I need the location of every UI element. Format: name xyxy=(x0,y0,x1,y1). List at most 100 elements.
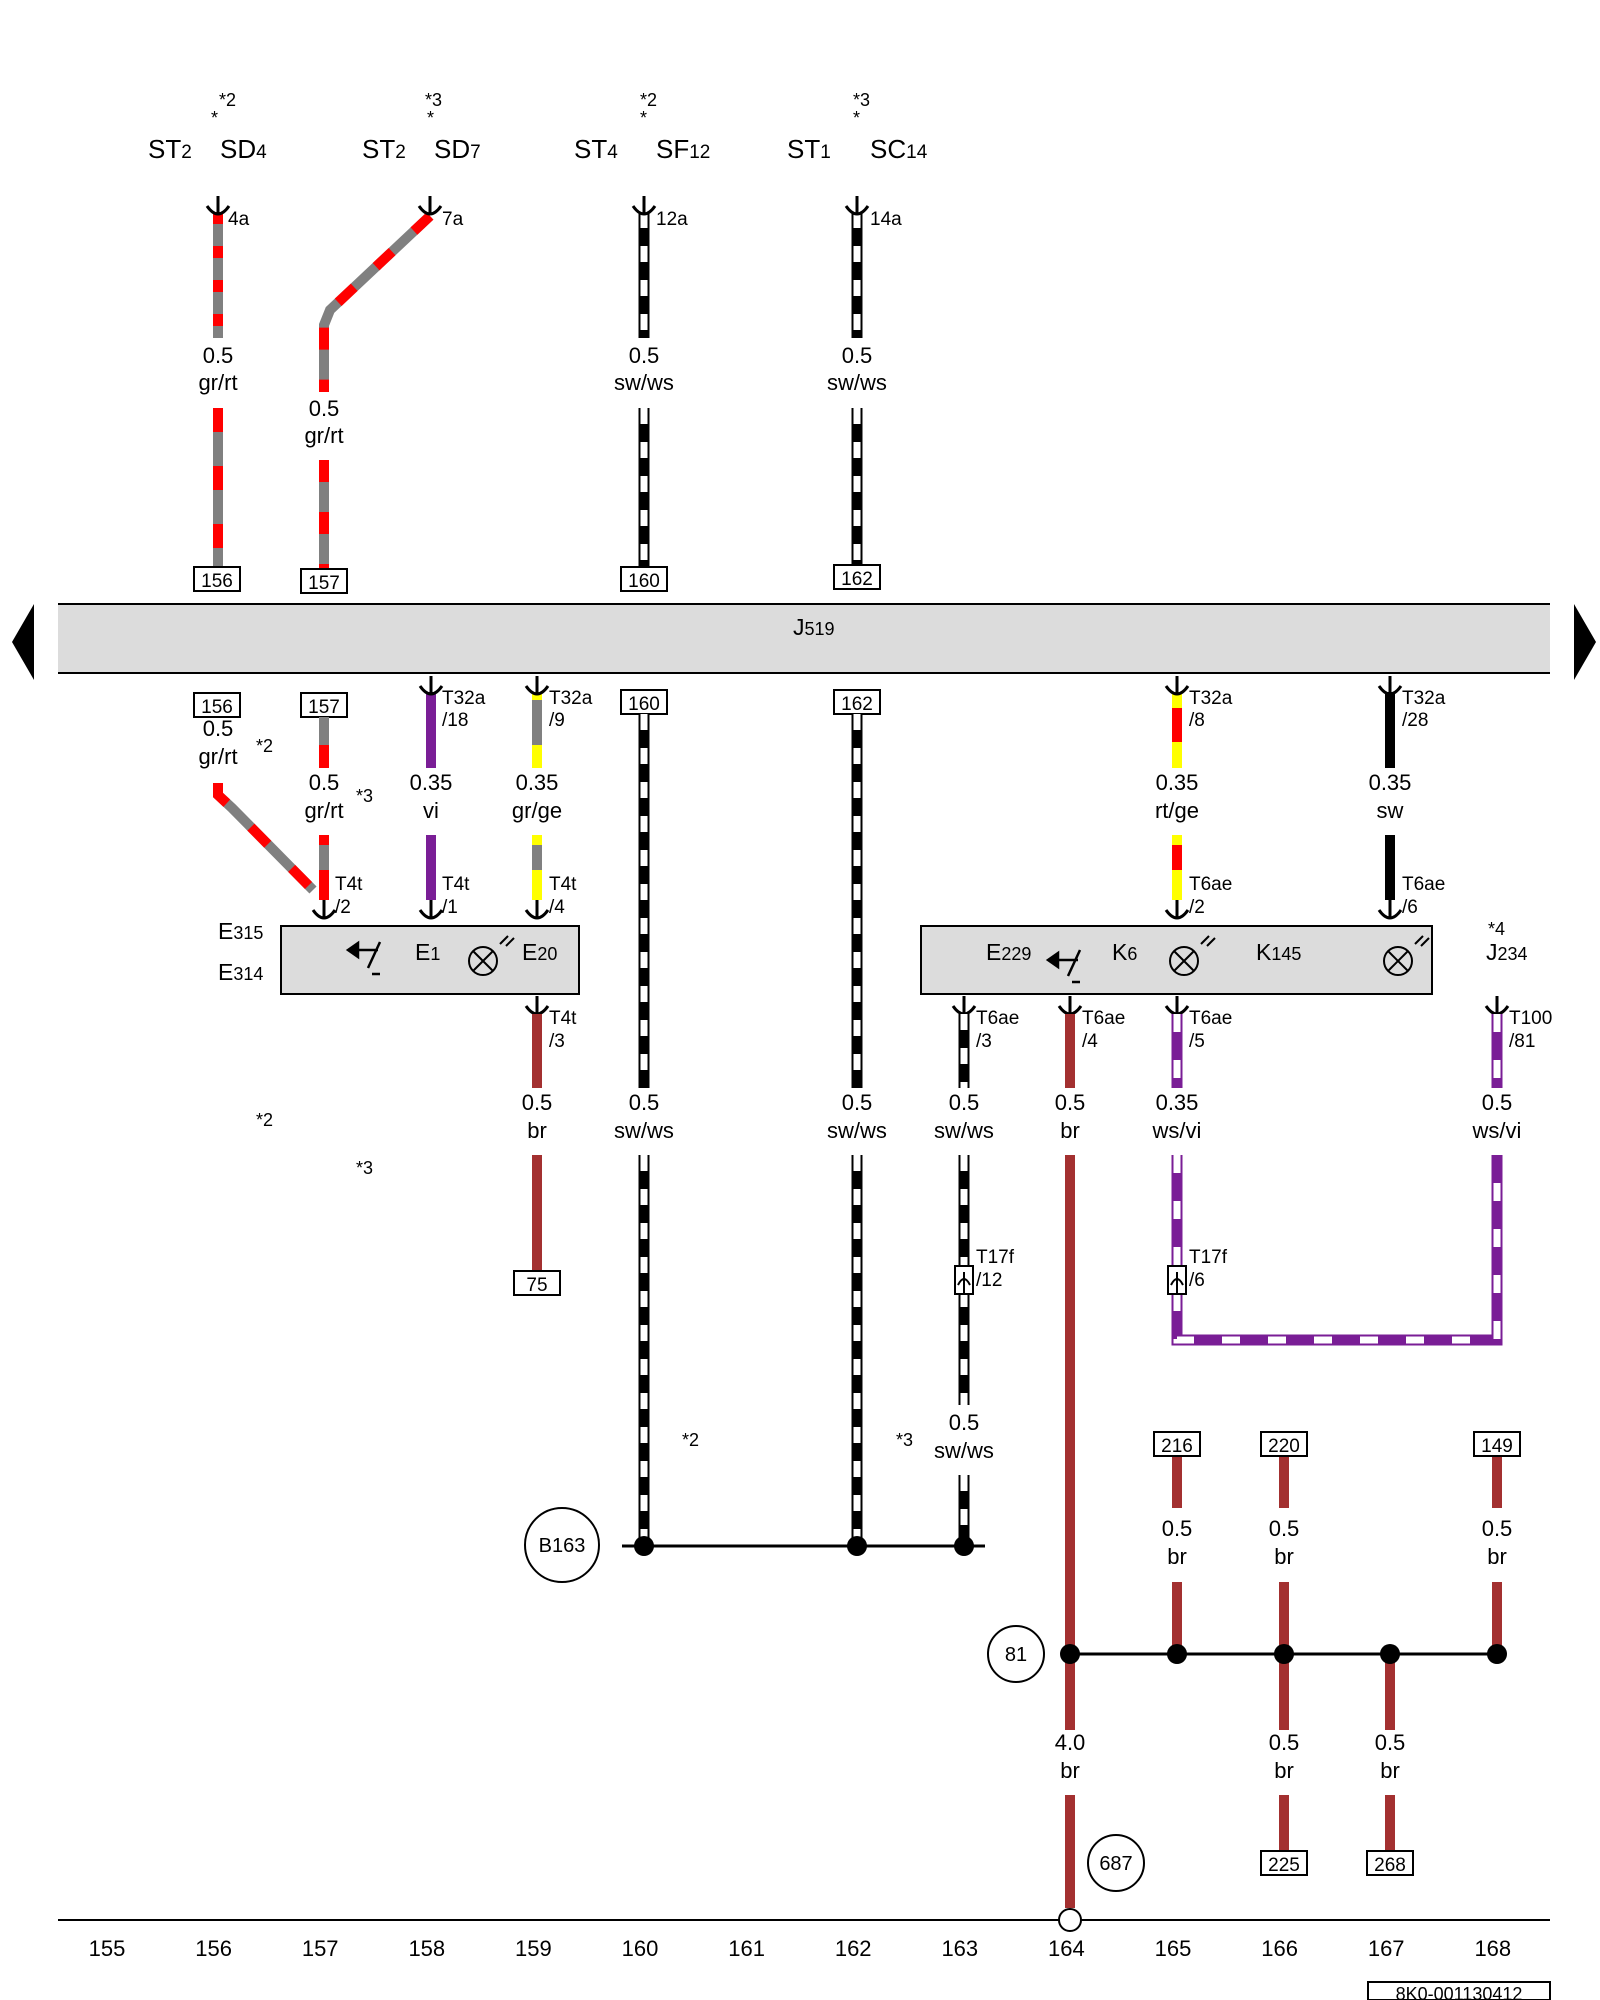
svg-text:156: 156 xyxy=(201,697,233,718)
svg-text:sw/ws: sw/ws xyxy=(614,1118,674,1143)
svg-text:T17f: T17f xyxy=(1189,1247,1228,1268)
svg-text:0.5: 0.5 xyxy=(949,1410,980,1435)
svg-text:br: br xyxy=(1487,1544,1507,1569)
ground-bus-81: 81 xyxy=(987,1625,1507,1683)
connector-symbol xyxy=(205,196,870,216)
connector-symbol xyxy=(311,900,550,1016)
wire-br-75: 75 xyxy=(513,1014,561,1296)
svg-text:/2: /2 xyxy=(335,897,351,918)
svg-text:T100: T100 xyxy=(1509,1008,1552,1029)
switch-module-e229: E229 K6 K145 xyxy=(920,925,1433,995)
track-ruler xyxy=(58,1908,1550,1932)
brown-branch-labels: 0.5 br 0.5 br 0.5 br 4.0 br 0.5 br 0.5 b… xyxy=(1055,1516,1513,1783)
svg-text:0.5: 0.5 xyxy=(1269,1730,1300,1755)
svg-text:4.0: 4.0 xyxy=(1055,1730,1086,1755)
svg-text:156: 156 xyxy=(201,571,233,592)
dimmer-switch-icon xyxy=(1045,949,1082,984)
svg-text:0.5: 0.5 xyxy=(1162,1516,1193,1541)
svg-text:0.35: 0.35 xyxy=(1156,770,1199,795)
svg-text:0.5: 0.5 xyxy=(1375,1730,1406,1755)
svg-text:220: 220 xyxy=(1268,1436,1300,1457)
svg-text:T32a: T32a xyxy=(1189,688,1233,709)
svg-text:SD7: SD7 xyxy=(434,134,481,164)
svg-text:vi: vi xyxy=(423,798,439,823)
track-number: 155 xyxy=(89,1936,126,1961)
svg-text:sw/ws: sw/ws xyxy=(827,1118,887,1143)
svg-text:gr/rt: gr/rt xyxy=(198,744,237,769)
top-component-sd4: *2 * ST2 SD4 4a 0.5 gr/rt xyxy=(148,90,267,395)
note-label: *2 xyxy=(219,90,236,110)
lamp-icon xyxy=(468,935,515,976)
svg-text:ST4: ST4 xyxy=(574,134,618,164)
svg-text:*4: *4 xyxy=(1488,919,1505,939)
svg-text:br: br xyxy=(1060,1758,1080,1783)
svg-text:0.5: 0.5 xyxy=(1482,1090,1513,1115)
wire-size: 0.5 xyxy=(842,343,873,368)
ref-box-156-bottom: 156 xyxy=(193,692,241,718)
svg-text:/2: /2 xyxy=(1189,897,1205,918)
wire-color: gr/rt xyxy=(304,423,343,448)
svg-text:/4: /4 xyxy=(549,897,565,918)
svg-text:*3: *3 xyxy=(896,1430,913,1450)
svg-text:225: 225 xyxy=(1268,1855,1300,1876)
wire-ws-vi-loop xyxy=(1171,1014,1503,1346)
svg-text:T4t: T4t xyxy=(335,874,363,895)
top-component-sc14: *3 * ST1 SC14 14a 0.5 sw/ws xyxy=(787,90,928,395)
track-number: 157 xyxy=(302,1936,339,1961)
svg-text:0.5: 0.5 xyxy=(629,1090,660,1115)
svg-text:T6ae: T6ae xyxy=(1189,874,1232,895)
svg-text:T32a: T32a xyxy=(549,688,593,709)
svg-text:0.5: 0.5 xyxy=(522,1090,553,1115)
svg-text:T17f: T17f xyxy=(976,1247,1015,1268)
svg-text:gr/rt: gr/rt xyxy=(304,798,343,823)
track-number: 167 xyxy=(1368,1936,1405,1961)
svg-text:/8: /8 xyxy=(1189,710,1205,731)
svg-text:157: 157 xyxy=(308,573,340,594)
svg-text:/9: /9 xyxy=(549,710,565,731)
wire-size: 0.5 xyxy=(629,343,660,368)
ref-box-220: 220 xyxy=(1260,1431,1308,1457)
control-unit-j234-label: J234 xyxy=(1486,939,1528,965)
svg-text:*2: *2 xyxy=(640,90,657,110)
svg-text:br: br xyxy=(1274,1758,1294,1783)
wire-size: 0.5 xyxy=(203,343,234,368)
svg-text:14a: 14a xyxy=(870,209,902,230)
svg-text:*: * xyxy=(853,108,860,128)
ground-bus-b163: B163 xyxy=(524,1507,985,1583)
svg-text:0.5: 0.5 xyxy=(1055,1090,1086,1115)
svg-text:*2: *2 xyxy=(682,1430,699,1450)
svg-text:K145: K145 xyxy=(1256,939,1301,965)
track-number: 156 xyxy=(195,1936,232,1961)
svg-text:E314: E314 xyxy=(218,959,263,985)
svg-text:/6: /6 xyxy=(1402,897,1418,918)
svg-text:sw/ws: sw/ws xyxy=(934,1438,994,1463)
svg-text:J234: J234 xyxy=(1486,939,1528,965)
track-number: 160 xyxy=(622,1936,659,1961)
svg-text:*3: *3 xyxy=(356,1158,373,1178)
svg-text:687: 687 xyxy=(1099,1853,1132,1875)
ref-box-162-top: 162 xyxy=(833,564,881,590)
page-next-arrow[interactable] xyxy=(1574,604,1596,680)
wire-gr-rt-156-lower xyxy=(213,783,317,894)
svg-text:br: br xyxy=(1274,1544,1294,1569)
svg-text:E229: E229 xyxy=(986,939,1031,965)
svg-text:ST2: ST2 xyxy=(148,134,192,164)
svg-text:sw: sw xyxy=(1377,798,1404,823)
wire-gr-rt-157-top xyxy=(319,212,434,572)
svg-text:ST1: ST1 xyxy=(787,134,831,164)
connector-labels-t4t: T4t /2 T4t /1 T4t /4 T4t /3 xyxy=(335,874,577,1052)
svg-text:/1: /1 xyxy=(442,897,458,918)
svg-text:T4t: T4t xyxy=(549,1008,577,1029)
svg-text:*2: *2 xyxy=(256,736,273,756)
svg-text:rt/ge: rt/ge xyxy=(1155,798,1199,823)
svg-text:162: 162 xyxy=(841,569,873,590)
svg-text:/18: /18 xyxy=(442,710,468,731)
page-prev-arrow[interactable] xyxy=(12,604,34,680)
svg-text:0.5: 0.5 xyxy=(203,716,234,741)
svg-text:br: br xyxy=(1060,1118,1080,1143)
control-unit-j519: J519 xyxy=(58,603,1550,674)
ref-box-75: 75 xyxy=(526,1275,547,1296)
dimmer-switch-icon xyxy=(345,940,382,976)
ground-point-label: B163 xyxy=(539,1535,586,1557)
top-component-sd7: *3 * ST2 SD7 7a 0.5 gr/rt xyxy=(304,90,480,448)
